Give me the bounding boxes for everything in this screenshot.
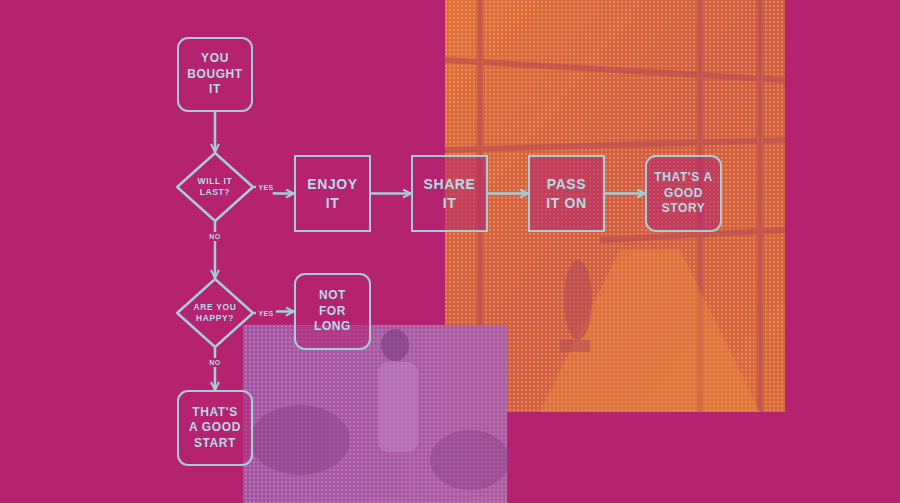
edge-label: NO	[207, 232, 222, 241]
node-text-holder: ENJOY IT	[306, 175, 360, 211]
process-box: PASS IT ON	[528, 155, 605, 232]
process-box: SHARE IT	[411, 155, 488, 232]
flow-arrow	[605, 192, 645, 195]
flow-arrow	[371, 192, 411, 195]
decision-diamond: ARE YOU HAPPY?	[176, 278, 254, 348]
edge-label: YES	[256, 183, 275, 192]
end-box: THAT'S A GOOD STORY	[645, 155, 722, 232]
market-photo	[243, 325, 510, 503]
edge-label: YES	[256, 309, 275, 318]
node-text-holder: ARE YOU HAPPY?	[193, 302, 237, 324]
node-label: WILL IT LAST?	[193, 176, 237, 198]
flow-arrow	[214, 112, 217, 152]
node-text-holder: NOT FOR LONG	[311, 288, 355, 335]
decision-diamond: WILL IT LAST?	[176, 152, 254, 222]
node-label: NOT FOR LONG	[311, 288, 355, 335]
node-label: ENJOY IT	[306, 175, 360, 211]
node-text-holder: SHARE IT	[423, 175, 477, 211]
node-text-holder: THAT'S A GOOD START	[187, 405, 243, 452]
flow-arrow	[214, 348, 217, 390]
node-text-holder: THAT'S A GOOD STORY	[653, 170, 715, 217]
node-label: THAT'S A GOOD START	[187, 405, 243, 452]
edge-label: NO	[207, 358, 222, 367]
node-text-holder: PASS IT ON	[542, 175, 592, 211]
node-label: SHARE IT	[423, 175, 477, 211]
node-label: PASS IT ON	[542, 175, 592, 211]
flow-arrow	[214, 222, 217, 278]
start-box: YOU BOUGHT IT	[177, 37, 253, 112]
flow-arrow	[488, 192, 528, 195]
end-box: NOT FOR LONG	[294, 273, 371, 350]
node-label: YOU BOUGHT IT	[187, 51, 243, 98]
node-label: ARE YOU HAPPY?	[193, 302, 237, 324]
node-text-holder: WILL IT LAST?	[193, 176, 237, 198]
node-label: THAT'S A GOOD STORY	[653, 170, 715, 217]
node-text-holder: YOU BOUGHT IT	[187, 51, 243, 98]
end-box: THAT'S A GOOD START	[177, 390, 253, 466]
process-box: ENJOY IT	[294, 155, 371, 232]
